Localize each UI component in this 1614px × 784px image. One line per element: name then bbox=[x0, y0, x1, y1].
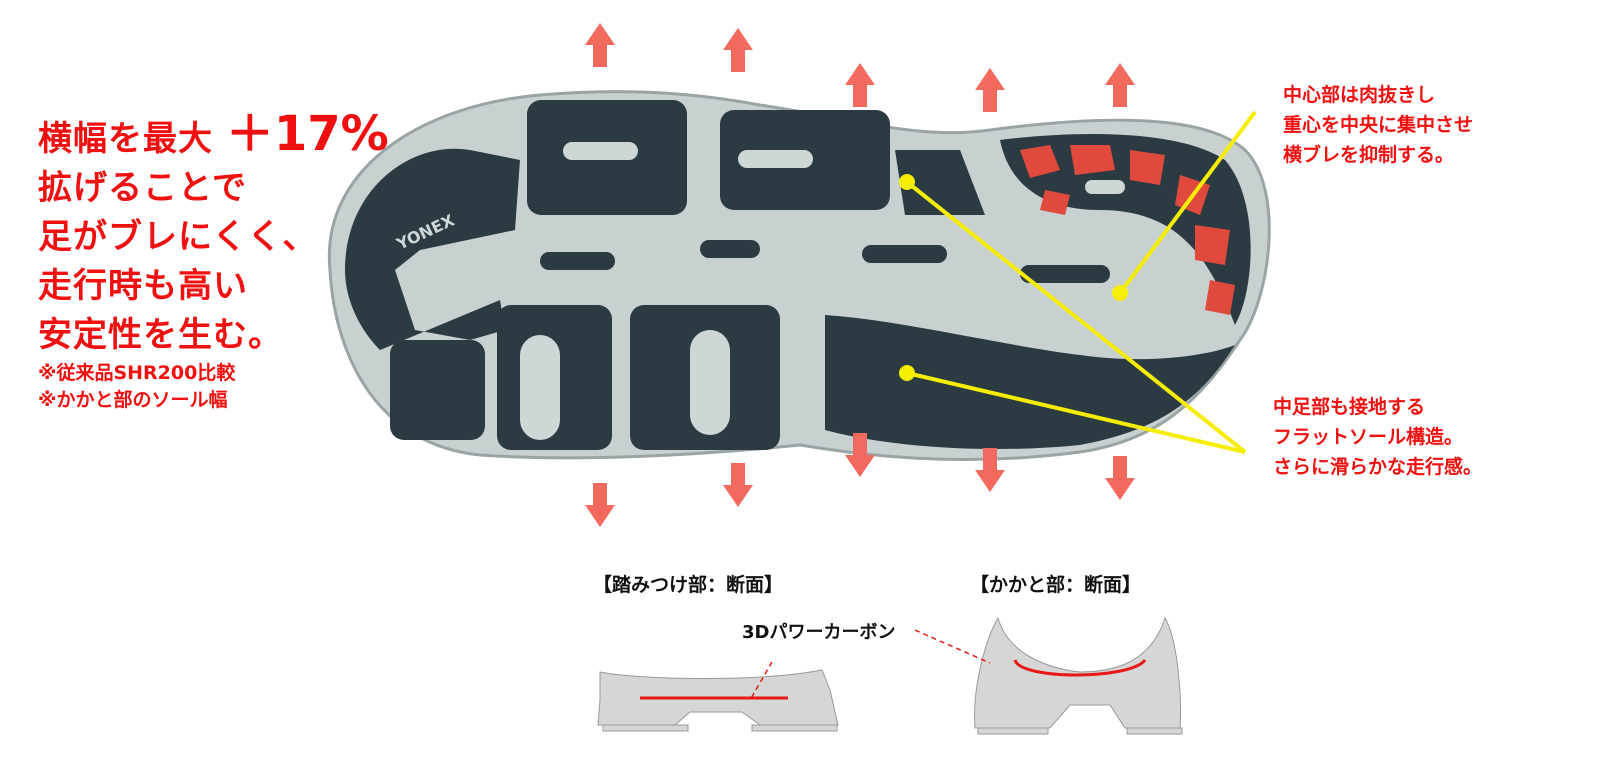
footnotes: ※従来品SHR200比較 ※かかと部のソール幅 bbox=[38, 360, 235, 414]
arrow-down-icon bbox=[585, 483, 615, 527]
arrow-down-icon bbox=[1105, 456, 1135, 500]
headline-line1: 横幅を最大 bbox=[38, 119, 213, 159]
arrow-up-icon bbox=[975, 68, 1005, 112]
arrow-down-icon bbox=[975, 448, 1005, 492]
callout-line: フラットソール構造。 bbox=[1273, 426, 1464, 448]
heel-cross-section bbox=[914, 616, 1183, 735]
callout-line: 横ブレを抑制する。 bbox=[1283, 144, 1455, 166]
heel-section-title: 【かかと部：断面】 bbox=[970, 574, 1142, 596]
headline-line2: 拡げることで bbox=[38, 168, 247, 208]
callout-center: 中心部は肉抜きし 重心を中央に集中させ 横ブレを抑制する。 bbox=[1283, 80, 1473, 170]
forefoot-cross-section bbox=[597, 661, 839, 732]
carbon-plate bbox=[1013, 658, 1147, 677]
sole bbox=[327, 90, 1271, 462]
callout-line: さらに滑らかな走行感。 bbox=[1273, 456, 1483, 478]
headline-line4: 走行時も高い bbox=[38, 266, 248, 306]
down-arrows bbox=[585, 433, 1135, 527]
forefoot-section-title: 【踏みつけ部：断面】 bbox=[593, 574, 784, 596]
headline-highlight: ＋17% bbox=[225, 106, 389, 162]
arrow-up-icon bbox=[845, 63, 875, 107]
footnote: ※かかと部のソール幅 bbox=[38, 389, 228, 411]
arrow-down-icon bbox=[845, 433, 875, 477]
headline-line5: 安定性を生む。 bbox=[38, 315, 283, 355]
carbon-label: 3Dパワーカーボン bbox=[742, 622, 896, 643]
callout-line: 重心を中央に集中させ bbox=[1283, 114, 1474, 136]
callout-line: 中心部は肉抜きし bbox=[1283, 84, 1436, 106]
arrow-down-icon bbox=[723, 463, 753, 507]
up-arrows bbox=[585, 23, 1135, 112]
callout-line: 中足部も接地する bbox=[1273, 396, 1426, 418]
arrow-up-icon bbox=[1105, 63, 1135, 107]
pointer-lines bbox=[899, 110, 1257, 454]
headline: 横幅を最大 ＋17% 拡げることで 足がブレにくく、 走行時も高い 安定性を生む… bbox=[38, 110, 389, 360]
arrow-up-icon bbox=[723, 28, 753, 72]
headline-line3: 足がブレにくく、 bbox=[38, 217, 318, 257]
footnote: ※従来品SHR200比較 bbox=[38, 362, 236, 384]
arrow-up-icon bbox=[585, 23, 615, 67]
callout-midfoot: 中足部も接地する フラットソール構造。 さらに滑らかな走行感。 bbox=[1273, 392, 1482, 482]
